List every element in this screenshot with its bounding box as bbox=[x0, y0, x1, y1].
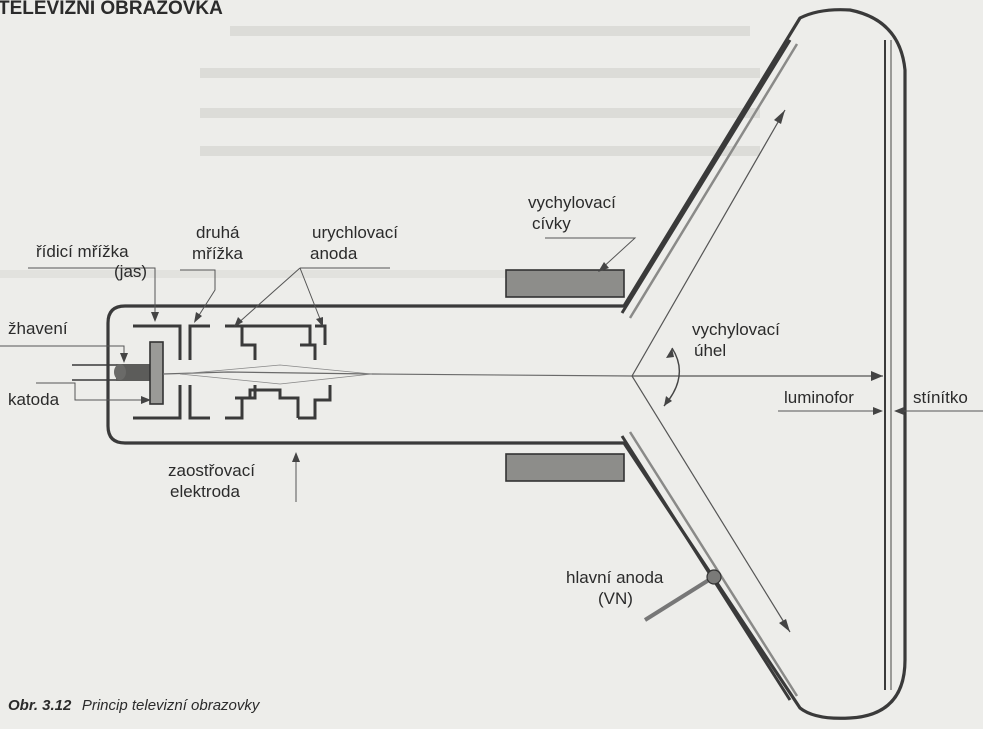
label-accel-anode-2: anoda bbox=[310, 244, 358, 263]
label-control-grid-jas: (jas) bbox=[114, 262, 147, 281]
electron-beam bbox=[162, 364, 633, 385]
accelerating-anode-right bbox=[298, 324, 332, 420]
label-accel-anode-1: urychlovací bbox=[312, 223, 398, 242]
cathode bbox=[149, 341, 164, 405]
angle-arrow-top bbox=[666, 348, 674, 358]
deflected-rays bbox=[631, 109, 883, 633]
label-main-anode-2: (VN) bbox=[598, 589, 633, 608]
main-anode-contact bbox=[706, 569, 722, 585]
leader-lines bbox=[0, 237, 983, 622]
label-luminophor: luminofor bbox=[784, 388, 854, 407]
screen-luminophor bbox=[884, 40, 892, 690]
label-second-grid-2: mřížka bbox=[192, 244, 244, 263]
main-anode-coating bbox=[620, 39, 799, 701]
caption-number: Obr. 3.12 bbox=[8, 697, 72, 714]
background-text-lines bbox=[0, 26, 760, 278]
page-heading: TELEVIZNÍ OBRAZOVKA bbox=[0, 0, 223, 19]
label-deflection-angle-1: vychylovací bbox=[692, 320, 780, 339]
tube-outline bbox=[106, 8, 907, 720]
angle-arrow-bottom bbox=[664, 396, 672, 406]
deflection-coil-top bbox=[505, 269, 625, 298]
label-deflection-angle-2: úhel bbox=[694, 341, 726, 360]
label-deflection-coils-2: cívky bbox=[532, 214, 571, 233]
second-grid bbox=[188, 324, 210, 420]
label-main-anode-1: hlavní anoda bbox=[566, 568, 664, 587]
label-screen: stínítko bbox=[913, 388, 968, 407]
heater bbox=[72, 364, 150, 381]
deflection-coil-bottom bbox=[505, 453, 625, 482]
caption-text: Princip televizní obrazovky bbox=[82, 697, 261, 714]
label-deflection-coils-1: vychylovací bbox=[528, 193, 616, 212]
control-grid bbox=[133, 324, 182, 420]
label-cathode: katoda bbox=[8, 390, 60, 409]
label-control-grid: řídicí mřížka bbox=[36, 242, 129, 261]
label-second-grid-1: druhá bbox=[196, 223, 240, 242]
figure-caption: Obr. 3.12 Princip televizní obrazovky bbox=[8, 697, 261, 714]
label-focusing-electrode-1: zaostřovací bbox=[168, 461, 255, 480]
label-focusing-electrode-2: elektroda bbox=[170, 482, 240, 501]
label-heater: žhavení bbox=[8, 319, 68, 338]
